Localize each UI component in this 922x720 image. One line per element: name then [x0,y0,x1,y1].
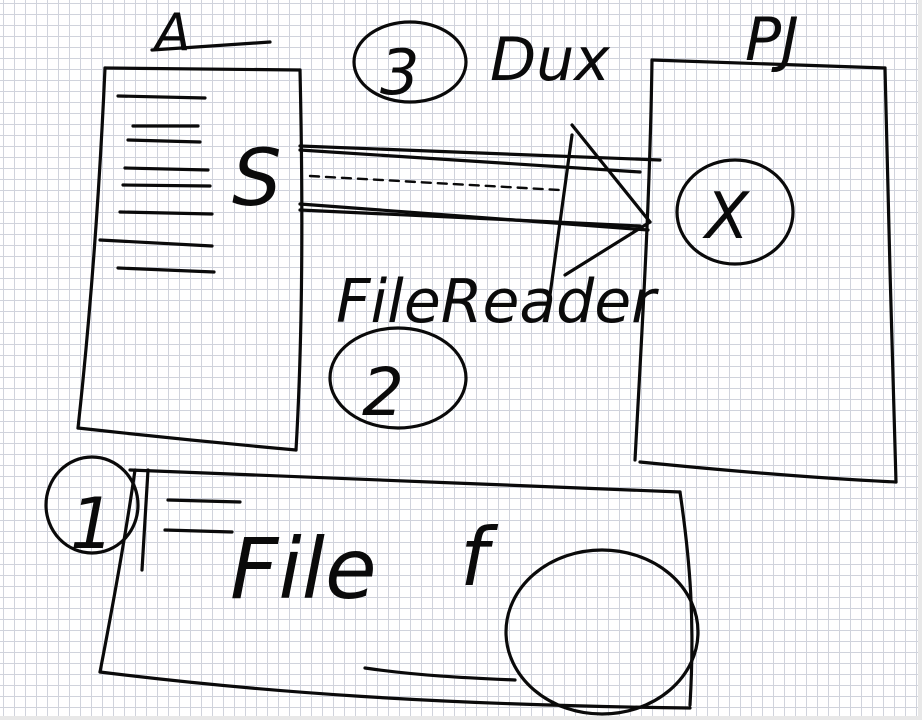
step-2-circle [328,326,468,430]
bottom-edge [0,716,922,720]
box-a-title-underline [150,40,272,52]
box-a [76,66,304,452]
step-3-number: 3 [380,36,419,109]
step-3-circle [352,20,468,104]
top-middle-word: Dux [490,25,610,95]
right-edge [918,0,922,720]
arrow-a-to-pj [298,123,662,297]
bottom-letter-f: f [460,511,499,604]
circled-x [675,158,795,266]
step-1-number: 1 [70,483,115,565]
step-2-number: 2 [362,354,404,431]
circled-x-letter: X [702,180,750,254]
step-1-circle [44,455,140,555]
bottom-word: File [230,520,377,618]
box-a-title: A [152,3,191,63]
middle-word: FileReader [336,267,659,337]
box-file [98,468,694,710]
box-pj [633,58,898,484]
box-pj-title: PJ [745,5,799,75]
bottom-right-circle [504,548,700,716]
letter-s: S [232,134,282,224]
